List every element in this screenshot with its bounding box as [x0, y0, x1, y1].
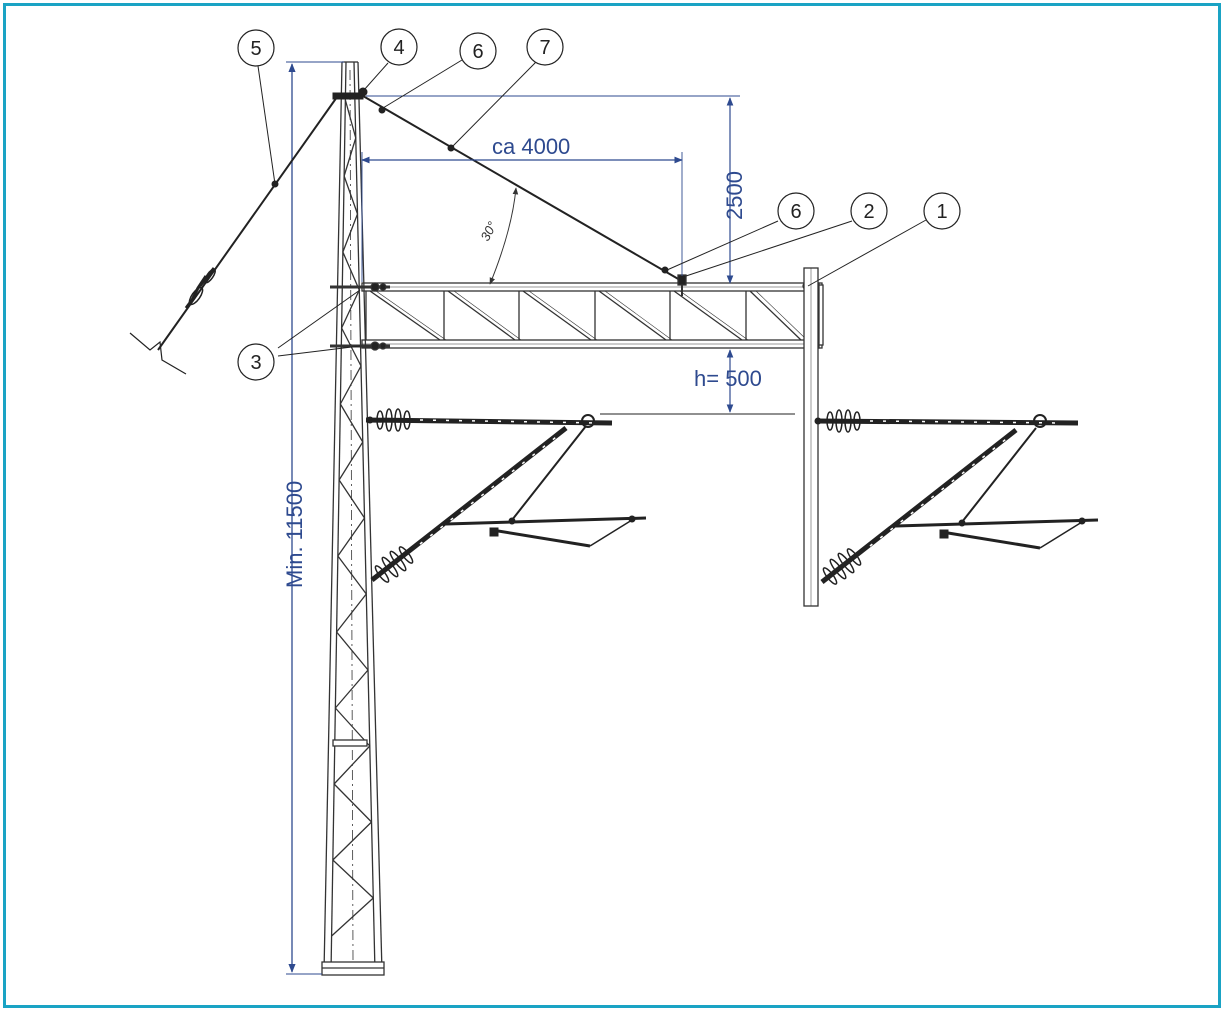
lattice-brace [336, 593, 367, 633]
truss-diagonal [598, 290, 667, 341]
truss-diagonal [369, 290, 441, 341]
truss-diagonal [749, 290, 802, 341]
lattice-brace [338, 441, 364, 481]
truss-diagonal [528, 290, 598, 341]
tie-rod [362, 95, 681, 281]
lattice-brace [337, 555, 367, 595]
callout-4: 4 [380, 28, 418, 66]
callout-6-top: 6 [459, 32, 497, 70]
truss-diagonal [604, 290, 673, 341]
angle-label: 30° [477, 219, 499, 243]
insulator-right-bottom [822, 548, 862, 585]
callout-6-beam: 6 [777, 192, 815, 230]
lattice-brace [344, 99, 357, 139]
svg-text:3: 3 [250, 352, 261, 374]
callout-7: 7 [526, 28, 564, 66]
truss-diagonal [679, 290, 749, 341]
lattice-brace [332, 859, 374, 899]
truss-beam [330, 274, 824, 351]
truss-diagonal [375, 290, 447, 341]
lattice-brace [342, 213, 359, 253]
lattice-brace [342, 251, 360, 291]
truss-diagonal [447, 290, 516, 341]
callout-2: 2 [850, 192, 888, 230]
lattice-brace [333, 745, 371, 785]
svg-text:6: 6 [790, 201, 801, 223]
cantilever-left [365, 408, 647, 583]
truss-diagonal [522, 290, 592, 341]
lattice-brace [336, 631, 369, 671]
lattice-brace [339, 403, 364, 443]
height-dimension: Min. 11500 [282, 61, 344, 975]
insulator-left-top [376, 408, 411, 432]
callout-3: 3 [237, 343, 275, 381]
truss-diagonal [453, 290, 522, 341]
svg-text:4: 4 [393, 37, 404, 59]
lattice-brace [341, 289, 360, 329]
lattice-brace [332, 821, 372, 861]
callout-leaders [257, 59, 927, 357]
lattice-brace [334, 669, 369, 709]
svg-text:1: 1 [936, 201, 947, 223]
lattice-mast [321, 61, 385, 976]
right-pole [803, 267, 819, 607]
truss-diagonal [755, 290, 808, 341]
svg-text:7: 7 [539, 37, 550, 59]
lattice-brace [343, 137, 357, 177]
lattice-brace [338, 479, 366, 519]
drawing-frame [3, 3, 1221, 1008]
svg-text:6: 6 [472, 41, 483, 63]
angle-indicator: 30° [477, 187, 519, 285]
lattice-brace [331, 897, 374, 937]
span-label: ca 4000 [492, 134, 570, 159]
svg-text:2: 2 [863, 201, 874, 223]
insulator-left-bottom [374, 546, 414, 583]
vertical-dimension: 2500 [366, 95, 747, 284]
lattice-brace [333, 783, 373, 823]
span-dimension: ca 4000 [361, 134, 683, 282]
callout-5: 5 [237, 29, 275, 67]
lattice-brace [339, 365, 362, 405]
truss-diagonal [673, 290, 743, 341]
clearance-dimension: h= 500 [600, 349, 795, 415]
insulator-right-top [826, 409, 861, 433]
svg-text:5: 5 [250, 38, 261, 60]
lattice-brace [343, 175, 359, 215]
cantilever-right [814, 409, 1099, 585]
vertical-label: 2500 [722, 171, 747, 220]
height-label: Min. 11500 [282, 481, 307, 588]
callout-1: 1 [923, 192, 961, 230]
lattice-brace [337, 517, 366, 557]
clearance-label: h= 500 [694, 366, 762, 391]
guy-wire [129, 96, 338, 375]
